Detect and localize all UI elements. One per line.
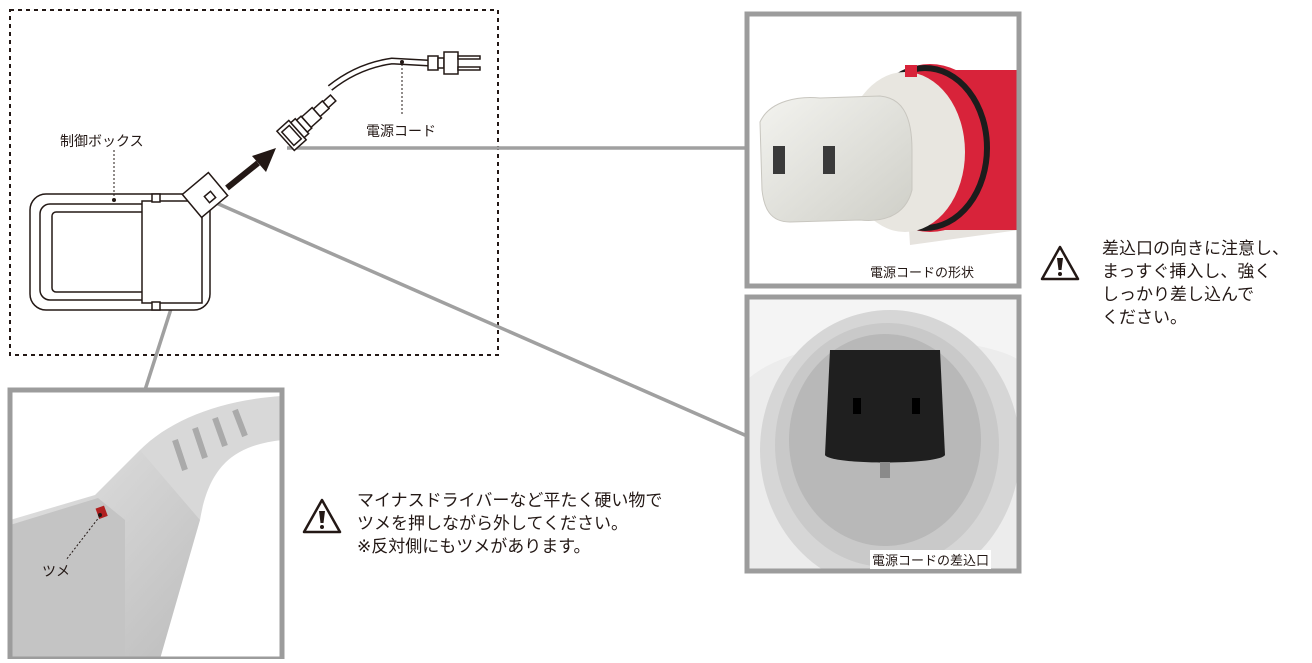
- warning-triangle-icon: [302, 498, 342, 534]
- photo-cord-inlet: [744, 294, 1022, 574]
- remove-instruction-line-3: ※反対側にもツメがあります。: [357, 537, 591, 557]
- photo-claw: [7, 387, 285, 662]
- power-cord-leader: [400, 60, 404, 114]
- connector-to-cord-inlet: [213, 200, 748, 438]
- cord-inlet-caption: 電源コードの差込口: [870, 550, 992, 569]
- diagram-dashed-frame: [9, 9, 499, 356]
- power-cord-drawing: [275, 51, 481, 152]
- insert-instruction: 差込口の向きに注意し、 まっすぐ挿入し、強く しっかり差し込んで ください。: [1102, 238, 1289, 330]
- insert-instruction-line-3: しっかり差し込んで: [1102, 285, 1255, 305]
- remove-instruction: マイナスドライバーなど平たく硬い物で ツメを押しながら外してください。 ※反対側…: [357, 490, 662, 559]
- control-box-drawing: [29, 171, 229, 311]
- insert-instruction-line-4: ください。: [1102, 308, 1187, 328]
- remove-instruction-line-1: マイナスドライバーなど平たく硬い物で: [357, 491, 663, 511]
- power-cord-label: 電源コード: [366, 124, 436, 140]
- remove-instruction-line-2: ツメを押しながら外してください。: [357, 514, 628, 534]
- insert-arrow-icon: [225, 148, 276, 191]
- photo-cord-shape: [744, 11, 1022, 289]
- claw-leader: [65, 513, 102, 561]
- claw-label: ツメ: [42, 564, 70, 580]
- insert-instruction-line-1: 差込口の向きに注意し、: [1102, 239, 1289, 259]
- warning-triangle-icon: [1040, 245, 1080, 281]
- control-box-leader: [112, 150, 116, 202]
- cord-shape-caption: 電源コードの形状: [868, 262, 977, 281]
- insert-instruction-line-2: まっすぐ挿入し、強く: [1102, 262, 1272, 282]
- control-box-label: 制御ボックス: [60, 134, 144, 150]
